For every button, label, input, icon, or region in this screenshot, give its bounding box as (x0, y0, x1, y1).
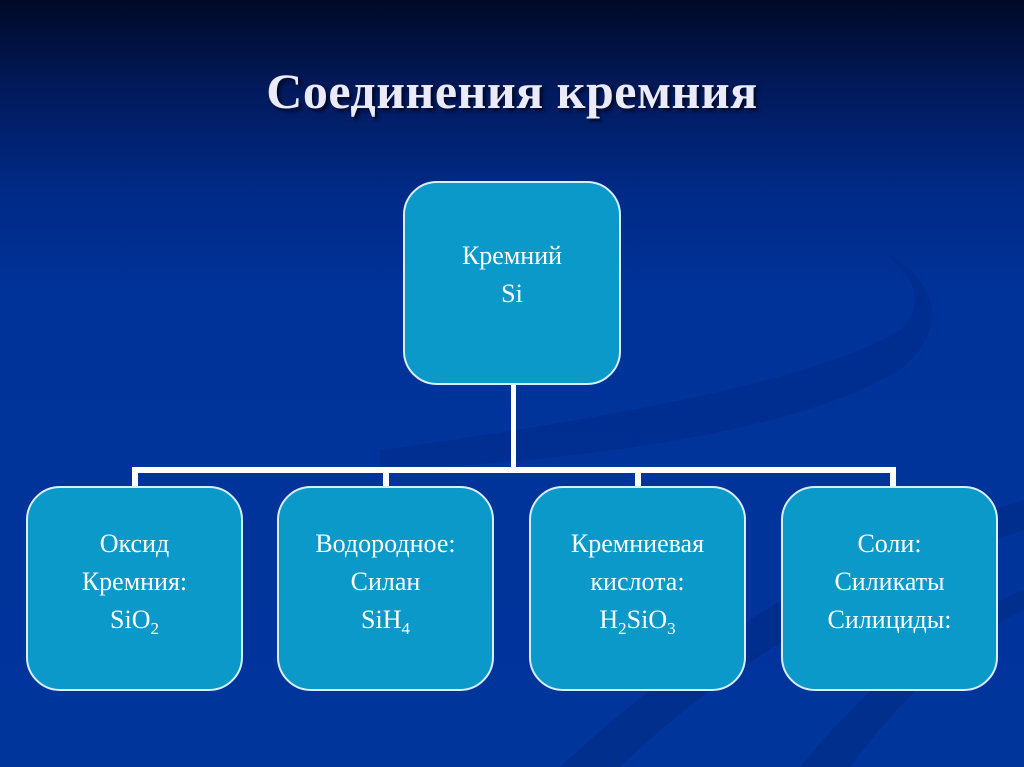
node-formula: H2SiO3 (599, 604, 676, 638)
node-label: Оксид (99, 528, 170, 558)
connector-drop-4 (890, 467, 896, 487)
slide-title: Соединения кремния (266, 63, 758, 119)
node-label: Соли: (857, 528, 922, 558)
node-label: Силикаты (834, 566, 945, 596)
node-formula: SiO2 (110, 604, 159, 638)
node-label: Кремния: (81, 566, 188, 596)
connector-root-stem (511, 384, 516, 472)
connector-drop-1 (132, 467, 138, 487)
node-silicon-oxide: Оксид Кремния: SiO2 (26, 486, 243, 691)
connector-drop-3 (635, 467, 641, 487)
node-label: Кремний (461, 241, 563, 270)
connector-horizontal-bar (132, 467, 896, 473)
node-silane: Водородное: Силан SiH4 (277, 486, 494, 691)
node-silicic-acid: Кремниевая кислота: H2SiO3 (529, 486, 746, 691)
connector-drop-2 (383, 467, 389, 487)
node-label: Кремниевая (570, 528, 705, 558)
node-label: Водородное: (315, 528, 456, 558)
node-label: кислота: (590, 566, 685, 596)
node-label: Силан (350, 566, 421, 596)
node-salts: Соли: Силикаты Силициды: (781, 486, 998, 691)
node-label: Силициды: (827, 604, 952, 634)
node-formula: Si (501, 279, 523, 308)
node-silicon-root: Кремний Si (403, 181, 621, 385)
node-formula: SiH4 (361, 604, 410, 638)
